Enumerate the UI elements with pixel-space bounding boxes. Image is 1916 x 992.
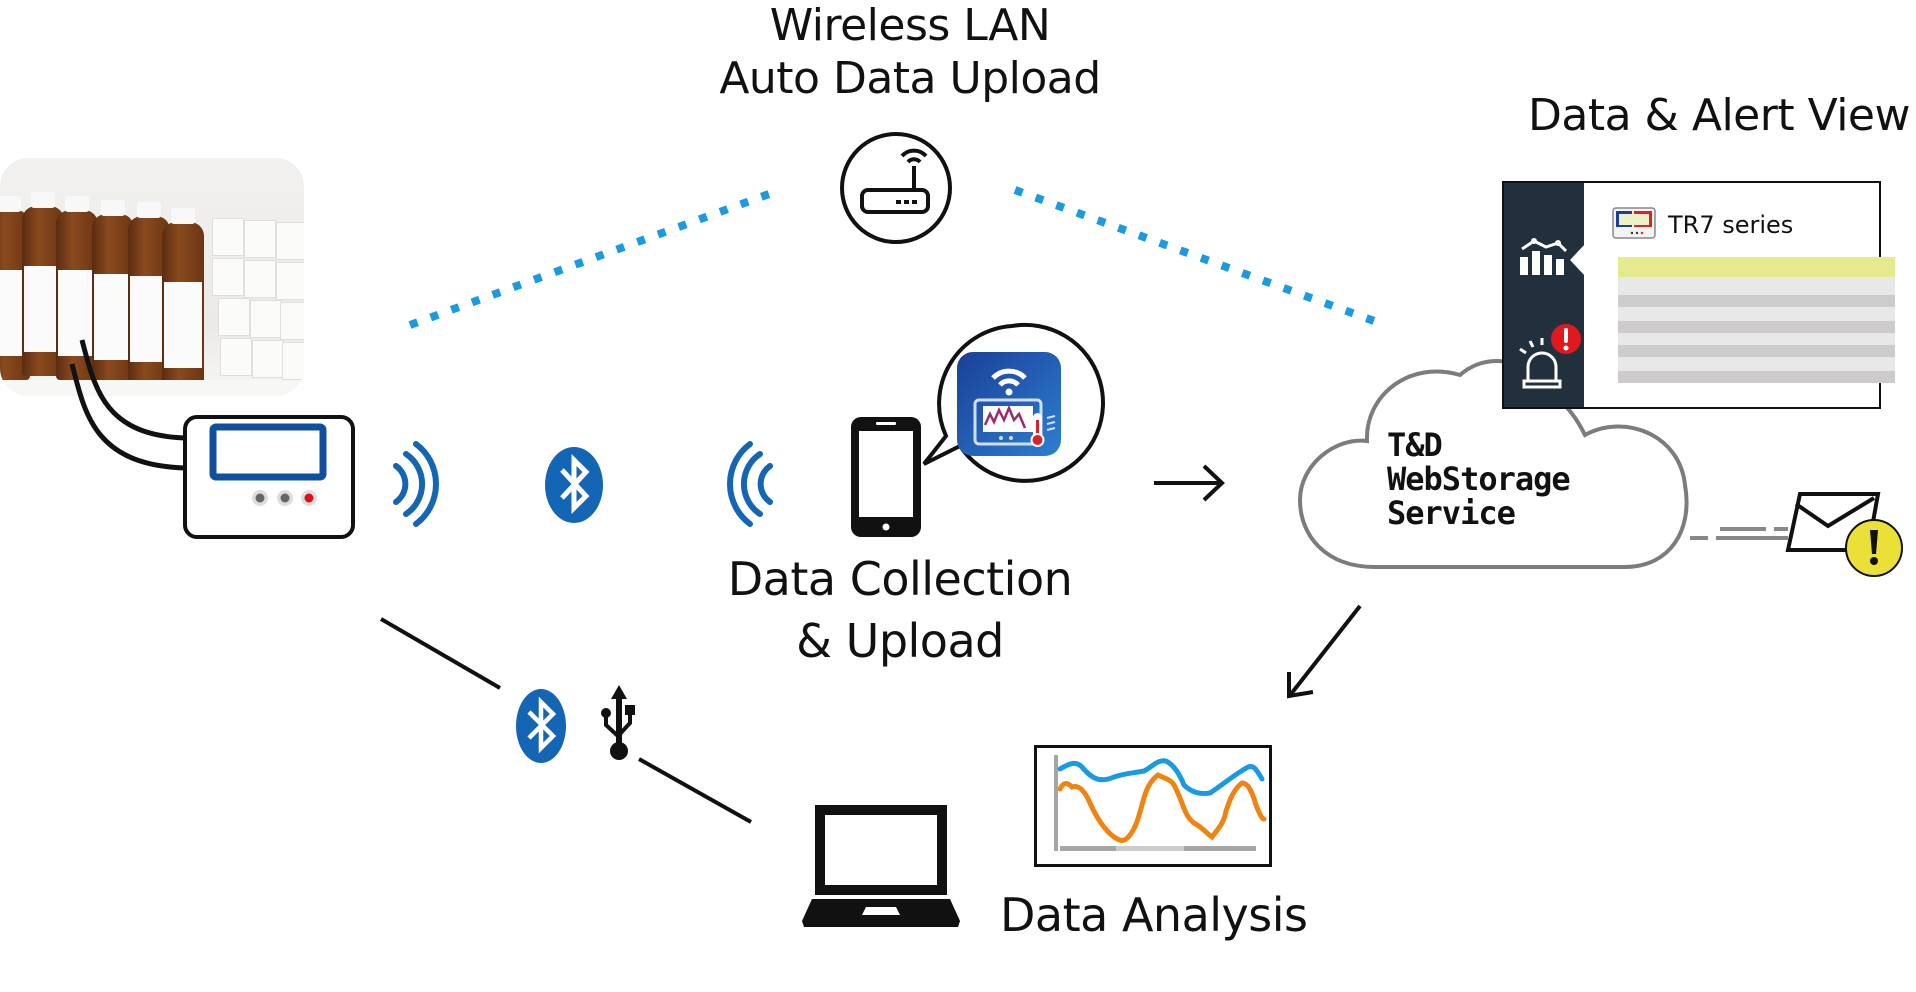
data-collection-line2: & Upload: [796, 614, 1004, 668]
table-row[interactable]: [1618, 333, 1895, 345]
cloud-line2: WebStorage: [1387, 460, 1571, 498]
data-logger-icon: [183, 415, 355, 539]
app-icon: [957, 352, 1061, 456]
laptop-icon: [802, 805, 960, 927]
bottles-photo: [0, 158, 304, 396]
link-logger-laptop-1: [379, 617, 502, 690]
alarm-icon[interactable]: [1516, 323, 1586, 393]
table-row[interactable]: [1618, 295, 1895, 307]
radio-waves-in-icon: [727, 441, 773, 527]
table-row[interactable]: [1618, 307, 1895, 321]
bluetooth-icon: [545, 447, 603, 523]
cloud-line1: T&D: [1387, 426, 1443, 464]
alert-view-label: Data & Alert View: [1528, 90, 1910, 141]
table-row[interactable]: [1618, 345, 1895, 357]
usb-icon: [601, 685, 635, 760]
table-row[interactable]: [1618, 277, 1895, 295]
wireless-lan-label: Wireless LAN Auto Data Upload: [680, 0, 1140, 106]
cloud-line3: Service: [1387, 494, 1516, 532]
sensor-cables: [69, 339, 186, 471]
radio-waves-out-icon: [393, 441, 439, 527]
data-collection-label: Data Collection & Upload: [700, 548, 1100, 672]
smartphone-icon: [851, 417, 921, 537]
device-series-title[interactable]: TR7 series: [1668, 211, 1794, 239]
table-row[interactable]: [1618, 357, 1895, 371]
wireless-lan-line2: Auto Data Upload: [719, 52, 1101, 104]
data-collection-line1: Data Collection: [727, 552, 1073, 606]
cloud-service-name: T&D WebStorage Service: [1387, 426, 1571, 532]
table-header-row: [1618, 257, 1895, 277]
panel-sidebar: [1504, 183, 1586, 407]
arrow-down-left-icon: [1287, 604, 1362, 699]
router-icon: [840, 132, 952, 244]
alert-view-panel: TR7 series: [1502, 181, 1895, 409]
table-row[interactable]: [1618, 371, 1895, 383]
arrow-right-icon: [1154, 464, 1225, 502]
tr7-device-icon: [1612, 207, 1656, 239]
wireless-lan-line1: Wireless LAN: [769, 0, 1051, 51]
email-dashes: [1690, 527, 1788, 540]
cloud-icon: [1297, 359, 1689, 569]
wifi-link-right: [1013, 186, 1387, 329]
data-analysis-label: Data Analysis: [1000, 888, 1308, 942]
link-logger-laptop-2: [638, 757, 752, 824]
chart-icon[interactable]: [1518, 237, 1570, 277]
wifi-link-left: [408, 186, 782, 329]
analysis-graph-icon: [1034, 745, 1272, 867]
bluetooth-icon-bottom: [516, 689, 566, 763]
table-row[interactable]: [1618, 321, 1895, 333]
panel-pointer: [1570, 243, 1586, 277]
email-alert-icon: [1785, 492, 1903, 577]
